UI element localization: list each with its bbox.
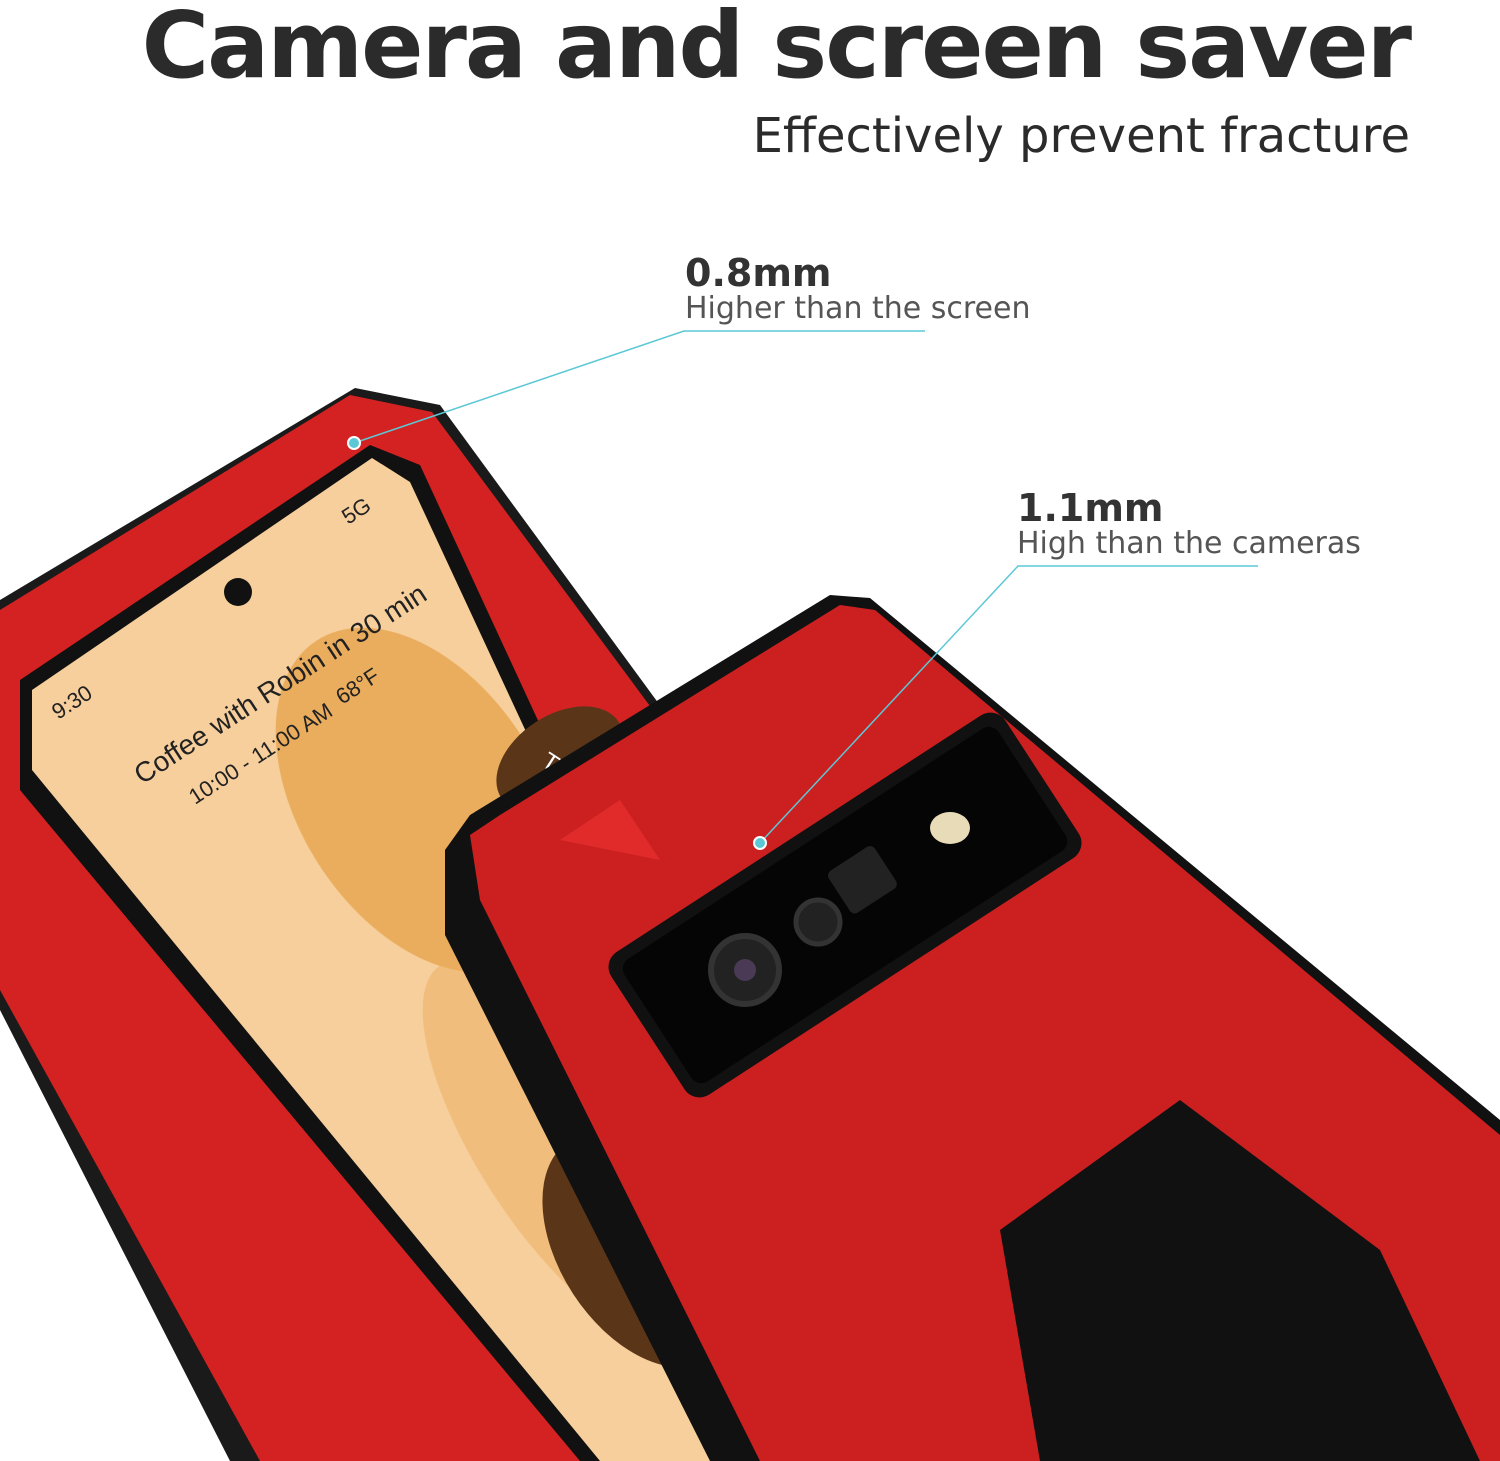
callout-desc: High than the cameras [1017,526,1361,561]
page-subtitle: Effectively prevent fracture [752,108,1410,164]
page-title: Camera and screen saver [141,0,1412,99]
callout-dot [753,836,767,850]
callout-dot [347,436,361,450]
callout-value: 1.1mm [1017,486,1164,530]
callout-screen: 0.8mm Higher than the screen [685,253,1030,325]
callout-camera: 1.1mm High than the cameras [1017,488,1361,560]
kickstand [1000,1100,1480,1461]
wide-lens-icon [793,897,843,947]
callout-lines [353,330,1258,844]
callout-desc: Higher than the screen [685,291,1031,326]
callout-value: 0.8mm [685,251,832,295]
flash-icon [930,812,970,844]
front-camera-icon [224,578,252,606]
tele-lens-icon [828,846,897,914]
back-phone [445,595,1500,1461]
